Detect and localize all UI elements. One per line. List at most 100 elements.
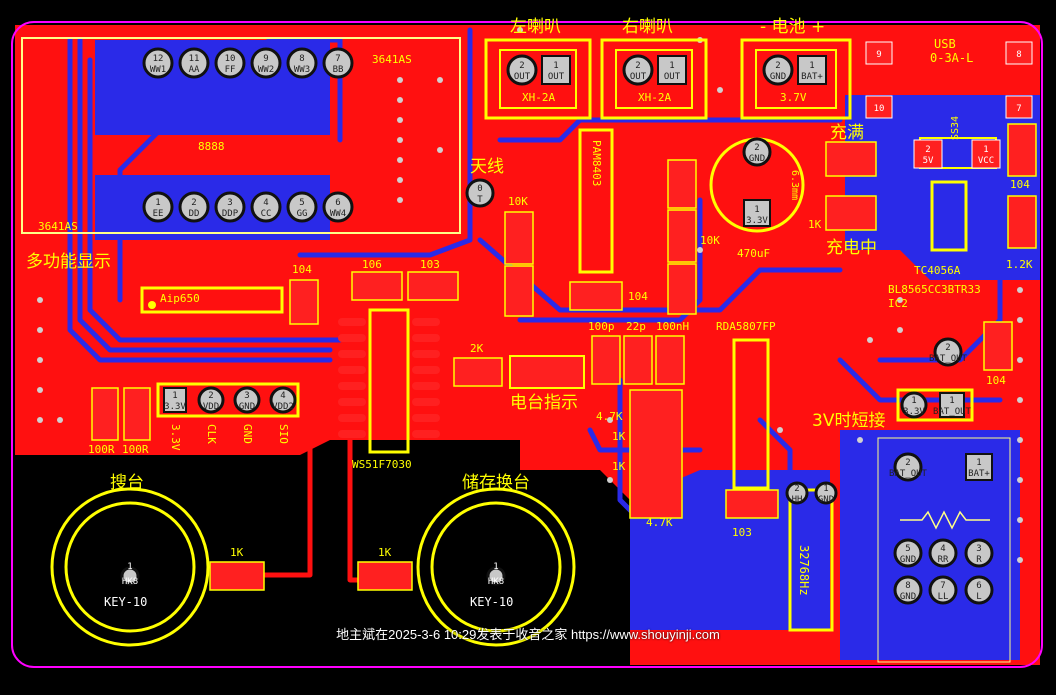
charge-full-label: 充满: [830, 123, 864, 143]
svg-text:4: 4: [280, 391, 285, 401]
antenna-pad[interactable]: [465, 178, 495, 208]
svg-text:WW1: WW1: [150, 65, 166, 75]
led-charging: [825, 195, 877, 231]
r1k-c: [209, 561, 265, 591]
svg-text:DD: DD: [189, 209, 200, 219]
svg-text:WW3: WW3: [294, 65, 310, 75]
svg-text:LL: LL: [938, 592, 949, 602]
svg-text:GND: GND: [239, 402, 255, 412]
svg-text:SIO: SIO: [277, 424, 290, 444]
r10k-a: [504, 211, 534, 265]
svg-text:3.3V: 3.3V: [169, 424, 182, 451]
battery-connector: [740, 38, 852, 120]
store-switch-button[interactable]: 1 HK8 KEY-10: [416, 487, 576, 647]
svg-text:KEY-10: KEY-10: [104, 595, 147, 609]
r47k-b-label: 4.7K: [646, 516, 673, 529]
svg-text:HH: HH: [792, 495, 803, 505]
c104-b: [569, 281, 623, 311]
tc4056a-outline: [930, 180, 968, 252]
svg-text:2: 2: [945, 343, 950, 353]
svg-text:1: 1: [155, 198, 160, 208]
svg-text:BAT+: BAT+: [801, 72, 823, 82]
svg-text:2: 2: [191, 198, 196, 208]
svg-text:1: 1: [983, 145, 988, 155]
svg-text:CC: CC: [261, 209, 272, 219]
search-button[interactable]: 1 HK8 KEY-10: [50, 487, 210, 647]
right-speaker-label: 右喇叭: [622, 17, 673, 37]
c103-b: [725, 489, 779, 519]
copper-pour-bottom-2: [95, 175, 330, 240]
r1k2: [1007, 195, 1037, 249]
svg-text:4: 4: [940, 544, 945, 554]
svg-text:2: 2: [519, 61, 524, 71]
svg-text:OUT: OUT: [514, 72, 531, 82]
r1k-charge-label: 1K: [808, 218, 822, 231]
svg-text:1: 1: [754, 205, 759, 215]
display-8888-label: 8888: [198, 140, 225, 153]
svg-text:1: 1: [823, 484, 828, 494]
prog-side-labels: 3.3V CLK GND SIO: [169, 424, 290, 451]
resistor-symbol: [900, 510, 990, 530]
usb-pad-5v: [913, 139, 943, 169]
usb-type-label: 0-3A-L: [930, 51, 973, 65]
svg-text:6: 6: [335, 198, 340, 208]
c104-c-label: 104: [1010, 178, 1030, 191]
svg-text:BB: BB: [333, 65, 344, 75]
svg-text:BAT+: BAT+: [968, 469, 990, 479]
vias: [37, 27, 1023, 563]
r100r-b: [123, 387, 151, 441]
svg-text:GND: GND: [818, 495, 834, 505]
switch-outline: [877, 437, 1011, 663]
aip650-pin1: [148, 301, 156, 309]
antenna-label: 天线: [470, 157, 504, 177]
svg-text:8: 8: [299, 54, 304, 64]
svg-text:L: L: [976, 592, 981, 602]
svg-text:8: 8: [1016, 50, 1021, 60]
c104-c: [1007, 123, 1037, 177]
svg-text:T: T: [477, 195, 483, 205]
resistor-ladder: [629, 389, 683, 519]
c103-a: [407, 271, 459, 301]
usb-pad-9: [865, 41, 893, 65]
c104-d-label: 104: [986, 374, 1006, 387]
r2k-label: 2K: [470, 342, 484, 355]
c22p: [623, 335, 653, 385]
ic2-label: IC2: [888, 297, 908, 310]
svg-text:KEY-10: KEY-10: [470, 595, 513, 609]
svg-text:DDP: DDP: [222, 209, 239, 219]
c100p-label: 100p: [588, 320, 615, 333]
svg-text:HK8: HK8: [488, 577, 504, 587]
r1k-a-label: 1K: [612, 430, 626, 443]
svg-text:2: 2: [905, 458, 910, 468]
svg-text:5: 5: [905, 544, 910, 554]
svg-text:1: 1: [911, 396, 916, 406]
tc4056a-label: TC4056A: [914, 264, 961, 277]
svg-text:GG: GG: [297, 209, 308, 219]
svg-text:1: 1: [127, 562, 132, 572]
aip650-outline: [140, 286, 284, 314]
svg-text:BAT_OUT: BAT_OUT: [889, 469, 928, 479]
c105-b: [667, 159, 697, 209]
crystal-label: 32768Hz: [797, 545, 811, 596]
c22p-label: 22p: [626, 320, 646, 333]
station-indicator-label: 电台指示: [510, 393, 578, 413]
svg-text:1: 1: [493, 562, 498, 572]
svg-text:VDD: VDD: [203, 402, 219, 412]
c105-a: [504, 265, 534, 317]
svg-text:0: 0: [477, 184, 482, 194]
svg-text:CLK: CLK: [205, 424, 218, 444]
svg-text:XH-2A: XH-2A: [522, 91, 555, 104]
bl8565-label: BL8565CC3BTR33: [888, 283, 981, 296]
svg-text:1: 1: [809, 61, 814, 71]
svg-text:2: 2: [754, 143, 759, 153]
svg-text:1: 1: [172, 391, 177, 401]
svg-text:2: 2: [208, 391, 213, 401]
svg-text:3.3V: 3.3V: [746, 216, 768, 226]
c104-aip: [289, 279, 319, 325]
svg-text:5V: 5V: [923, 156, 934, 166]
svg-text:R: R: [976, 555, 982, 565]
r10k-b-label: 10K: [700, 234, 720, 247]
